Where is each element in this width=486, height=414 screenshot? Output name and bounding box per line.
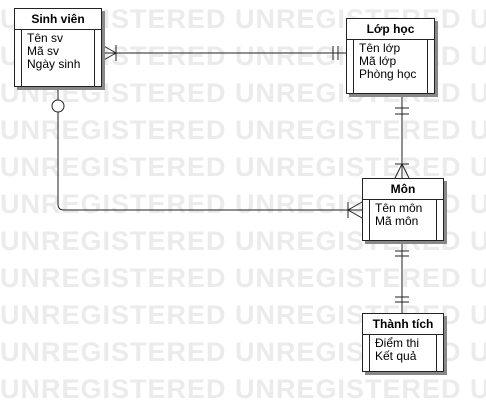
entity-attributes: Tên sv Mã sv Ngày sinh bbox=[21, 30, 95, 86]
entity-attributes: Tên lớp Mã lớp Phòng học bbox=[353, 40, 428, 93]
edge-lophoc-mon[interactable] bbox=[394, 95, 410, 179]
edge-mon-thanhtich[interactable] bbox=[395, 242, 409, 313]
entity-thanh-tich[interactable]: Thành tích Điểm thi Kết quả bbox=[362, 313, 444, 372]
entity-title: Sinh viên bbox=[15, 9, 101, 30]
attribute: Mã môn bbox=[375, 214, 419, 228]
attribute: Phòng học bbox=[359, 67, 417, 81]
entity-title: Môn bbox=[363, 179, 443, 200]
attribute: Kết quả bbox=[375, 349, 417, 363]
attribute: Mã sv bbox=[27, 44, 60, 58]
attribute: Tên sv bbox=[27, 31, 64, 45]
entity-lop-hoc[interactable]: Lớp học Tên lớp Mã lớp Phòng học bbox=[346, 18, 435, 94]
edge-sinhvien-mon[interactable] bbox=[51, 86, 363, 219]
attribute: Ngày sinh bbox=[27, 57, 81, 71]
attribute: Tên môn bbox=[375, 201, 423, 215]
attribute: Mã lớp bbox=[359, 54, 397, 68]
entity-attributes: Điểm thi Kết quả bbox=[369, 335, 437, 371]
entity-title: Thành tích bbox=[363, 314, 443, 335]
edge-sinhvien-lophoc[interactable] bbox=[101, 44, 346, 62]
entity-sinh-vien[interactable]: Sinh viên Tên sv Mã sv Ngày sinh bbox=[14, 8, 102, 87]
entity-mon[interactable]: Môn Tên môn Mã môn bbox=[362, 178, 444, 241]
attribute: Tên lớp bbox=[359, 41, 401, 55]
entity-attributes: Tên môn Mã môn bbox=[369, 200, 437, 240]
entity-title: Lớp học bbox=[347, 19, 434, 40]
attribute: Điểm thi bbox=[375, 336, 420, 350]
